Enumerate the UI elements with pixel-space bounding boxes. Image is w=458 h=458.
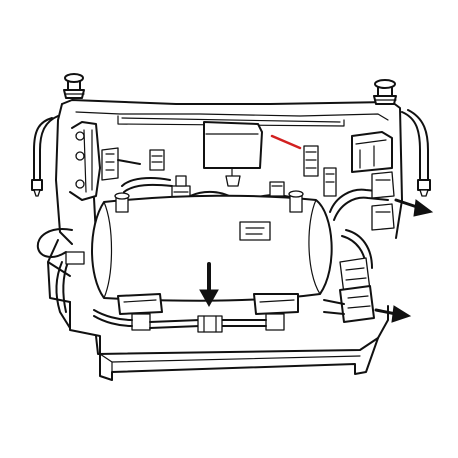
boiler-top-ports [114, 190, 304, 213]
right-pipework [323, 171, 395, 323]
back-frame [55, 99, 403, 245]
arrow-right-lower [374, 305, 412, 323]
boiler-label-plate [239, 221, 271, 241]
arrow-right-upper [394, 198, 434, 217]
upper-left-valves [101, 147, 173, 193]
boiler [91, 194, 333, 302]
red-marker-line [270, 134, 302, 150]
boiler-flanges [117, 293, 299, 331]
control-box [203, 121, 263, 187]
base-tray [47, 239, 389, 381]
arrow-down-center [199, 262, 219, 308]
left-top-foot [63, 73, 85, 99]
upper-right-valves [303, 109, 431, 197]
pointer-arrows [199, 198, 434, 323]
lower-pipe [93, 309, 267, 333]
right-top-foot [373, 79, 397, 105]
left-pipework [31, 115, 101, 329]
